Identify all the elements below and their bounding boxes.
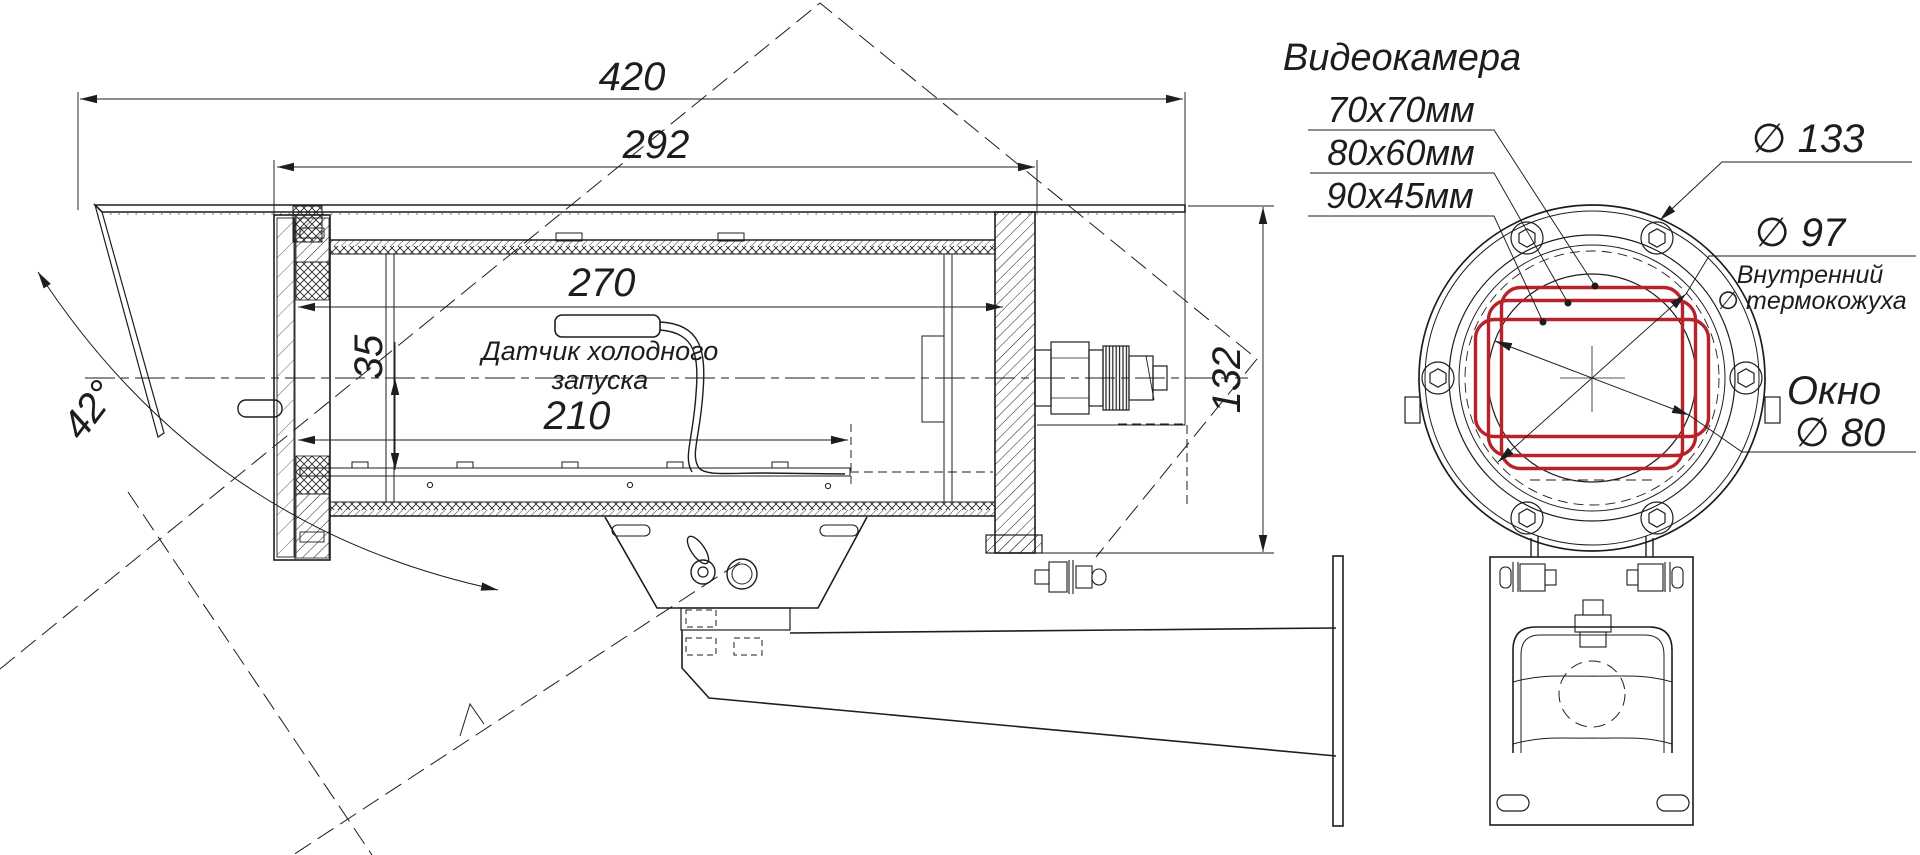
inner-diameter-note-line2: ∅ термокожуха [1717,287,1906,315]
camera-rail [299,467,851,477]
front-window-assembly [237,205,331,561]
wall-flange-plate [1332,555,1344,827]
rear-cap [985,211,1043,554]
window-label: Окно [1787,369,1881,413]
window-diameter-label: ∅ 80 [1795,411,1885,455]
hinge-bolt-left [1499,562,1557,592]
camera-size-80x60-label: 80x60мм [1327,132,1474,173]
camera-size-70x70-label: 70x70мм [1327,89,1474,130]
dim-overall-length-label: 420 [599,55,666,99]
sensor-cable-2 [659,329,698,473]
phantom-break-zigzag [459,702,485,737]
mounting-bracket-side [604,516,868,656]
shield-rear-skirt [1037,212,1186,426]
pole-clamp-u-strap [1512,626,1673,753]
front-view: Видеокамера 70x70мм 80x60мм 90x45мм ∅ 13… [1283,37,1916,826]
side-view: 42° 420 292 270 210 35 132 Д [0,2,1344,855]
dimension-lines [77,92,1274,554]
dim-housing-length-label: 292 [622,123,690,167]
tilt-angle-indicator: 42° [37,271,499,591]
front-view-leaders [1308,129,1916,463]
rear-gland-stud [1034,560,1107,594]
camera-title-label: Видеокамера [1283,37,1521,79]
flange-bolts [1421,221,1763,535]
rear-connector [1034,341,1168,415]
mounting-arm [681,555,1344,827]
front-latch-tab [237,399,283,418]
inner-diameter-label: ∅ 97 [1755,211,1847,255]
tilt-angle-label: 42° [54,373,126,448]
dim-axis-offset-label: 35 [347,334,391,379]
dim-height-label: 132 [1205,347,1249,414]
bracket-nut [726,558,758,590]
wing-bolt-handle [686,535,710,565]
sensor-label-line1: Датчик холодного [479,336,718,366]
inner-diameter-note-line1: Внутренний [1737,261,1884,289]
bracket-base-plate [1489,556,1694,826]
sensor-label-line2: запуска [551,365,649,395]
camera-size-90x45-label: 90x45мм [1326,175,1473,216]
hinge-bolt-right [1626,562,1684,592]
bracket-rear-view [1489,536,1694,826]
dim-inner-length-label: 270 [568,261,636,305]
flange-diameter-label: ∅ 133 [1752,117,1865,161]
pole-hole [1558,660,1626,728]
housing-tube [330,232,995,517]
hidden-bracket-outline [1118,423,1188,505]
dim-rail-length-label: 210 [543,394,611,438]
